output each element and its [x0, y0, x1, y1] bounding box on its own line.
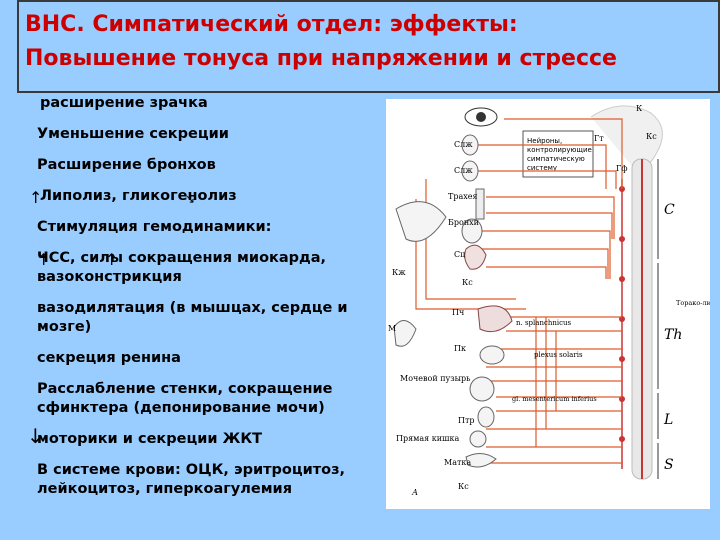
label-gt: Гт: [594, 134, 604, 143]
effect-heart-rate-text: ЧСС, силы сокращения миокарда, вазоконст…: [37, 250, 327, 285]
effect-bronchi-dilation: Расширение бронхов: [37, 157, 216, 173]
ganglion: [619, 436, 625, 442]
ganglion: [619, 236, 625, 242]
effect-blood: В системе крови: ОЦК, эритроцитоз, лейко…: [37, 462, 346, 497]
label-bronchi: Бронхи: [448, 218, 479, 227]
heart-shape: [464, 244, 487, 270]
label-thoracolumbar: Торако-люмбальный отдел: [676, 299, 710, 307]
sympathetic-diagram-svg: Нейроны, контролирующие симпатическую си…: [388, 104, 710, 497]
title-box: ВНС. Симпатический отдел: эффекты: Повыш…: [17, 0, 720, 93]
down-arrow-icon: ↓: [27, 424, 44, 448]
effects-list: расширение зрачка Уменьшение секреции Ра…: [27, 94, 382, 511]
neurons-box: [522, 130, 594, 178]
label-ks-top: Кс: [646, 132, 657, 141]
effect-secretion-decrease: Уменьшение секреции: [37, 126, 229, 142]
lung-shape: [461, 218, 483, 244]
skin-shape: [395, 201, 447, 242]
label-plexus: plexus solaris: [534, 351, 583, 359]
label-slzh-2: Слж: [454, 166, 473, 175]
effect-bladder: Расслабление стенки, сокращение сфинктер…: [37, 381, 333, 416]
label-pch: Пч: [452, 308, 464, 317]
effect-pupil-dilation: расширение зрачка: [40, 95, 208, 111]
label-mesenteric: gl. mesentericum inferius: [512, 395, 597, 403]
neurons-label: Нейроны, контролирующие симпатическую си…: [527, 137, 594, 172]
effect-lipolysis: ↑ ↘ Липолиз, гликогенолиз: [29, 187, 382, 206]
label-kzh: Кж: [392, 268, 406, 277]
trachea-shape: [475, 188, 485, 220]
effect-hemodynamics: Стимуляция гемодинамики:: [37, 219, 272, 235]
gland-shape: [461, 160, 479, 182]
liver-shape: [477, 305, 513, 333]
up-arrow-icon: ↑: [105, 250, 119, 269]
segment-l: L: [663, 412, 673, 428]
pupil-shape: [476, 112, 486, 122]
label-ks-bottom: Кс: [458, 482, 469, 491]
label-rectum: Прямая кишка: [396, 434, 459, 443]
ganglion: [619, 276, 625, 282]
segment-th: Th: [664, 327, 682, 343]
label-sc: Сц: [454, 250, 465, 259]
up-arrow-icon: ↑: [37, 250, 51, 269]
slide-title: ВНС. Симпатический отдел: эффекты:: [25, 12, 518, 37]
label-k: К: [636, 104, 643, 113]
label-trachea: Трахея: [448, 192, 478, 201]
effect-heart-rate: ↑ ↑ ЧСС, силы сокращения миокарда, вазок…: [37, 249, 382, 287]
bladder-shape: [469, 376, 495, 402]
label-n-splanchnicus: n. splanchnicus: [516, 319, 572, 327]
label-gf: Гф: [616, 164, 628, 173]
effect-vasodilation: вазодилятация (в мышцах, сердце и мозге): [37, 300, 348, 335]
ganglion: [619, 356, 625, 362]
label-m: М: [388, 324, 396, 333]
segment-s: S: [664, 457, 674, 473]
effect-lipolysis-text: Липолиз, гликогенолиз: [40, 188, 237, 204]
label-fig-a: А: [411, 488, 418, 497]
nerve-fibres: [415, 118, 623, 464]
slide-subtitle: Повышение тонуса при напряжении и стресс…: [25, 46, 617, 71]
uterus-shape: [465, 453, 497, 468]
pancreas-shape: [479, 345, 505, 365]
up-arrow-icon: ↑: [29, 188, 43, 207]
gland-shape: [461, 134, 479, 156]
sympathetic-diagram: Нейроны, контролирующие симпатическую си…: [386, 99, 710, 509]
label-uterus: Матка: [444, 458, 471, 467]
effect-renin: секреция ренина: [37, 350, 181, 366]
label-pk: Пк: [454, 344, 466, 353]
effect-gut: ↓ моторики и секреции ЖКТ: [27, 426, 382, 449]
effect-gut-text: моторики и секреции ЖКТ: [37, 431, 263, 447]
label-slzh-1: Слж: [454, 140, 473, 149]
segment-c: C: [664, 202, 675, 218]
down-arrow-icon: ↘: [185, 192, 196, 206]
label-bladder: Мочевой пузырь: [400, 374, 471, 383]
prostate-shape: [477, 406, 495, 428]
label-ptr: Птр: [458, 416, 475, 425]
muscle-shape: [393, 320, 417, 347]
rectum-shape: [469, 430, 487, 448]
label-ks-mid: Кс: [462, 278, 473, 287]
